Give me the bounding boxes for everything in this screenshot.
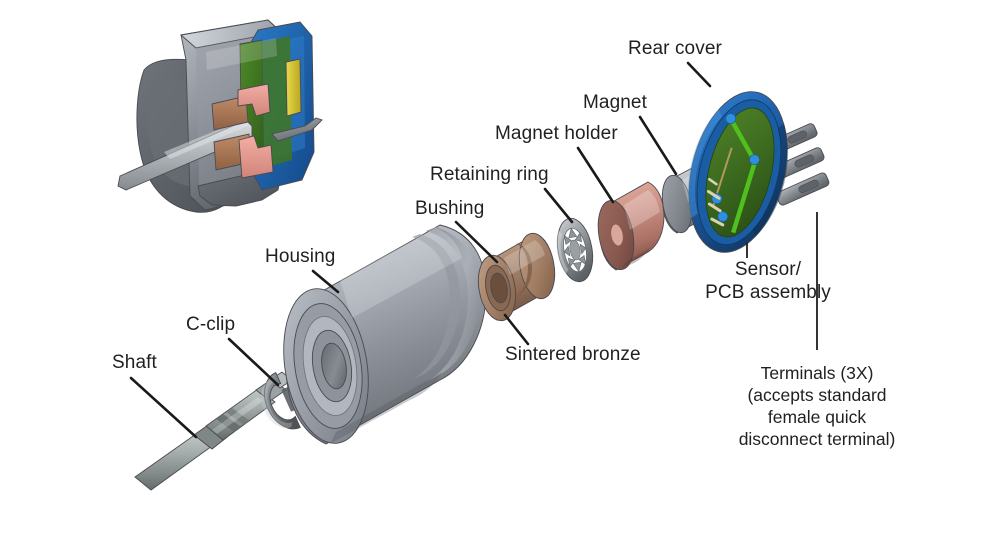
label-sintered-bronze: Sintered bronze bbox=[505, 344, 641, 365]
leader-retaining-ring bbox=[543, 187, 574, 224]
leader-rear-cover bbox=[686, 61, 712, 88]
cutaway-assembly-illustration bbox=[117, 19, 323, 213]
label-terminals-line-4: disconnect terminal) bbox=[739, 429, 896, 449]
label-terminals: Terminals (3X) (accepts standard female … bbox=[739, 363, 896, 449]
label-shaft: Shaft bbox=[112, 352, 157, 373]
label-terminals-line-2: (accepts standard bbox=[747, 385, 886, 405]
cutaway-terminal-blade bbox=[271, 117, 323, 142]
leader-sintered-bronze bbox=[503, 313, 530, 346]
pcb-component-4 bbox=[717, 211, 729, 222]
cutaway-magnet-lower bbox=[238, 135, 274, 179]
label-sensor-pcb-assembly: Sensor/ PCB assembly bbox=[705, 259, 831, 303]
label-sensor-pcb-line-2: PCB assembly bbox=[705, 282, 831, 303]
leader-bushing bbox=[454, 220, 499, 264]
label-rear-cover: Rear cover bbox=[628, 38, 722, 59]
rear-cover-part bbox=[688, 91, 789, 253]
diagram-labels: Shaft C-clip Housing Bushing Retaining r… bbox=[112, 38, 895, 449]
label-retaining-ring: Retaining ring bbox=[430, 164, 549, 185]
cutaway-yellow-component bbox=[285, 58, 302, 117]
label-bushing: Bushing bbox=[415, 198, 484, 219]
label-sensor-pcb-line-1: Sensor/ bbox=[735, 259, 802, 280]
label-terminals-line-1: Terminals (3X) bbox=[761, 363, 874, 383]
terminal-slot-2 bbox=[794, 154, 814, 168]
leader-magnet-holder bbox=[576, 146, 615, 204]
terminal-slot-3 bbox=[798, 179, 819, 194]
retaining-ring-part bbox=[556, 217, 594, 283]
cutaway-magnet-upper bbox=[237, 83, 271, 117]
label-magnet-holder: Magnet holder bbox=[495, 123, 618, 144]
housing-part bbox=[283, 224, 487, 445]
label-terminals-line-3: female quick bbox=[768, 407, 866, 427]
leader-housing bbox=[311, 269, 340, 294]
leader-shaft bbox=[129, 376, 198, 439]
pcb-component-1 bbox=[725, 113, 737, 124]
leader-lines bbox=[129, 61, 818, 439]
shaft-part bbox=[134, 371, 293, 491]
terminal-slot-1 bbox=[787, 130, 807, 144]
magnet-holder-center-hole bbox=[610, 223, 624, 247]
leader-c-clip bbox=[227, 337, 280, 387]
label-housing: Housing bbox=[265, 246, 335, 267]
bushing-part bbox=[477, 232, 556, 322]
magnet-holder-part bbox=[597, 181, 665, 271]
pcb-component-2 bbox=[749, 154, 760, 165]
leader-magnet bbox=[638, 115, 678, 176]
label-magnet: Magnet bbox=[583, 92, 648, 113]
pcb-part bbox=[705, 107, 775, 238]
label-c-clip: C-clip bbox=[186, 314, 235, 335]
